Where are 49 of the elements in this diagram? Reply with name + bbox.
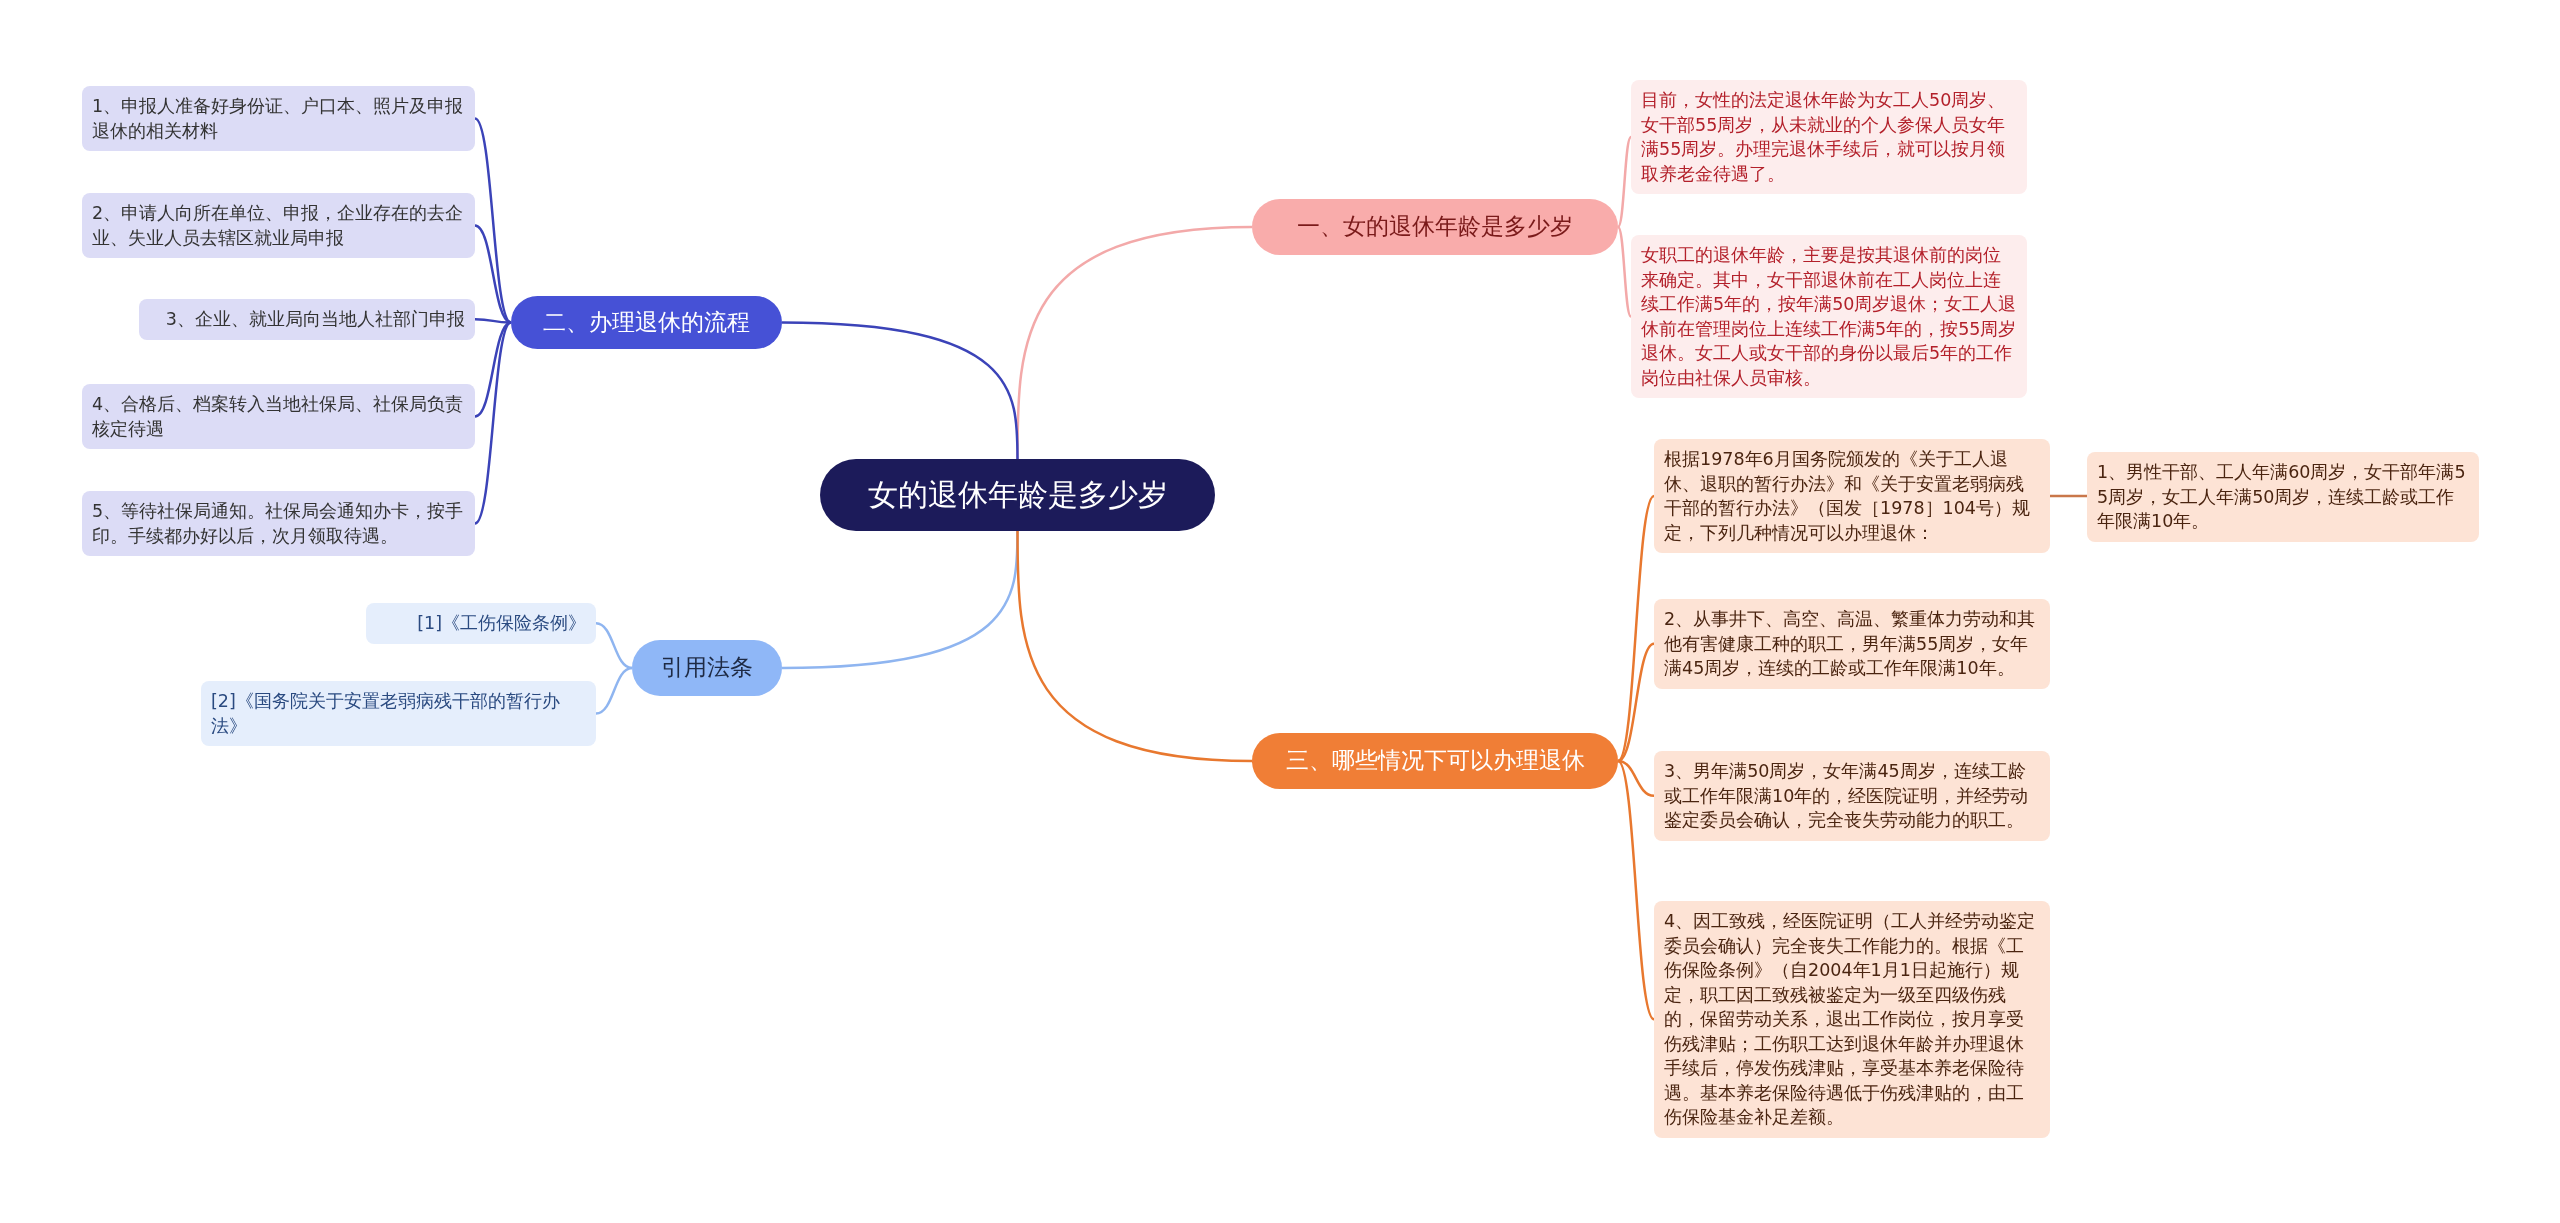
connector-line: [1616, 226, 1633, 318]
subtopic-text: 1、申报人准备好身份证、户口本、照片及申报退休的相关材料: [92, 95, 465, 143]
topic-text: 女的退休年龄是多少岁: [867, 477, 1168, 513]
connector-line: [1016, 531, 1253, 763]
topic-text: 引用法条: [661, 654, 753, 682]
subtopic-text: [2]《国务院关于安置老弱病残干部的暂行办法》: [211, 690, 561, 738]
subtopic-card: [1654, 439, 2050, 553]
connector-line: [474, 321, 512, 418]
subtopic-card: [1654, 599, 2050, 689]
connector-line: [595, 666, 633, 715]
branch-topic: [1252, 199, 1618, 255]
subtopic-card: [82, 491, 475, 556]
topic-text: 二、办理退休的流程: [543, 308, 750, 337]
branch-topic: [1252, 733, 1618, 789]
subtopic-text: 5、等待社保局通知。社保局会通知办卡，按手印。手续都办好以后，次月领取待遇。: [92, 500, 465, 548]
subtopic-card: [366, 603, 596, 644]
subtopic-card: [1654, 751, 2050, 841]
subtopic-text: 4、因工致残，经医院证明（工人并经劳动鉴定委员会确认）完全丧失工作能力的。根据《工伤保险条例》（自2004年1月1日起施行）规定，职工因工致残被鉴定为一级至四级伤残的，保留劳动关系，退出工作岗位，按月享受伤残津贴；工伤职工达到退休年龄并办理退休手续后，停发伤残津贴，享受基本养老保险待遇。基本养老保险待遇低于伤残津贴的，由工伤保险基金补足差额。: [1664, 910, 2037, 1129]
subtopic-card: [1631, 80, 2027, 194]
subtopic-text: 3、男年满50周岁，女年满45周岁，连续工龄或工作年限满10年的，经医院证明，并经劳动鉴定委员会确认，完全丧失劳动能力的职工。: [1664, 760, 2030, 832]
connector-line: [1617, 760, 1655, 1021]
connector-line: [475, 318, 511, 324]
topic-text: 一、女的退休年龄是多少岁: [1297, 213, 1573, 241]
subtopic-card: [82, 86, 475, 151]
subtopic-text: 4、合格后、档案转入当地社保局、社保局负责核定待遇: [92, 393, 465, 441]
subtopic-text: 根据1978年6月国务院颁发的《关于工人退休、退职的暂行办法》和《关于安置老弱病残干部的暂行办法》（国发［1978］104号）规定，下列几种情况可以办理退休：: [1664, 448, 2031, 545]
subtopic-text: 3、企业、就业局向当地人社部门申报: [165, 308, 465, 331]
connector-line: [474, 321, 512, 525]
connector-line: [781, 321, 1019, 459]
subtopic-text: 2、从事井下、高空、高温、繁重体力劳动和其他有害健康工种的职工，男年满55周岁，女年满45周岁，连续的工龄或工作年限满10年。: [1664, 608, 2037, 680]
subtopic-card: [82, 384, 475, 449]
subtopic-text: 目前，女性的法定退休年龄为女工人50周岁、女干部55周岁，从未就业的个人参保人员女年满55周岁。办理完退休手续后，就可以按月领取养老金待遇了。: [1641, 89, 2007, 186]
subtopic-card: [139, 299, 475, 340]
subtopic-text: 女职工的退休年龄，主要是按其退休前的岗位来确定。其中，女干部退休前在工人岗位上连续工作满5年的，按年满50周岁退休；女工人退休前在管理岗位上连续工作满5年的，按55周岁退休。女工人或女干部的身份以最后5年的工作岗位由社保人员审核。: [1641, 244, 2017, 390]
subtopic-card: [201, 681, 596, 746]
subtopic-text: 2、申请人向所在单位、申报，企业存在的去企业、失业人员去辖区就业局申报: [92, 202, 465, 250]
subtopic-card: [2087, 452, 2479, 542]
subtopic-text: 1、男性干部、工人年满60周岁，女干部年满55周岁，女工人年满50周岁，连续工龄或工作年限满10年。: [2097, 461, 2467, 533]
subtopic-card: [82, 193, 475, 258]
connector-line: [1617, 642, 1655, 763]
connector-line: [2050, 494, 2087, 498]
connector-line: [1617, 759, 1655, 797]
topic-text: 三、哪些情况下可以办理退休: [1285, 747, 1585, 775]
branch-topic: [511, 296, 782, 349]
branch-topic: [632, 640, 782, 696]
subtopic-text: [1]《工伤保险条例》: [417, 612, 586, 635]
connector-line: [1616, 136, 1633, 228]
connector-line: [595, 622, 633, 670]
connector-line: [1617, 495, 1655, 762]
